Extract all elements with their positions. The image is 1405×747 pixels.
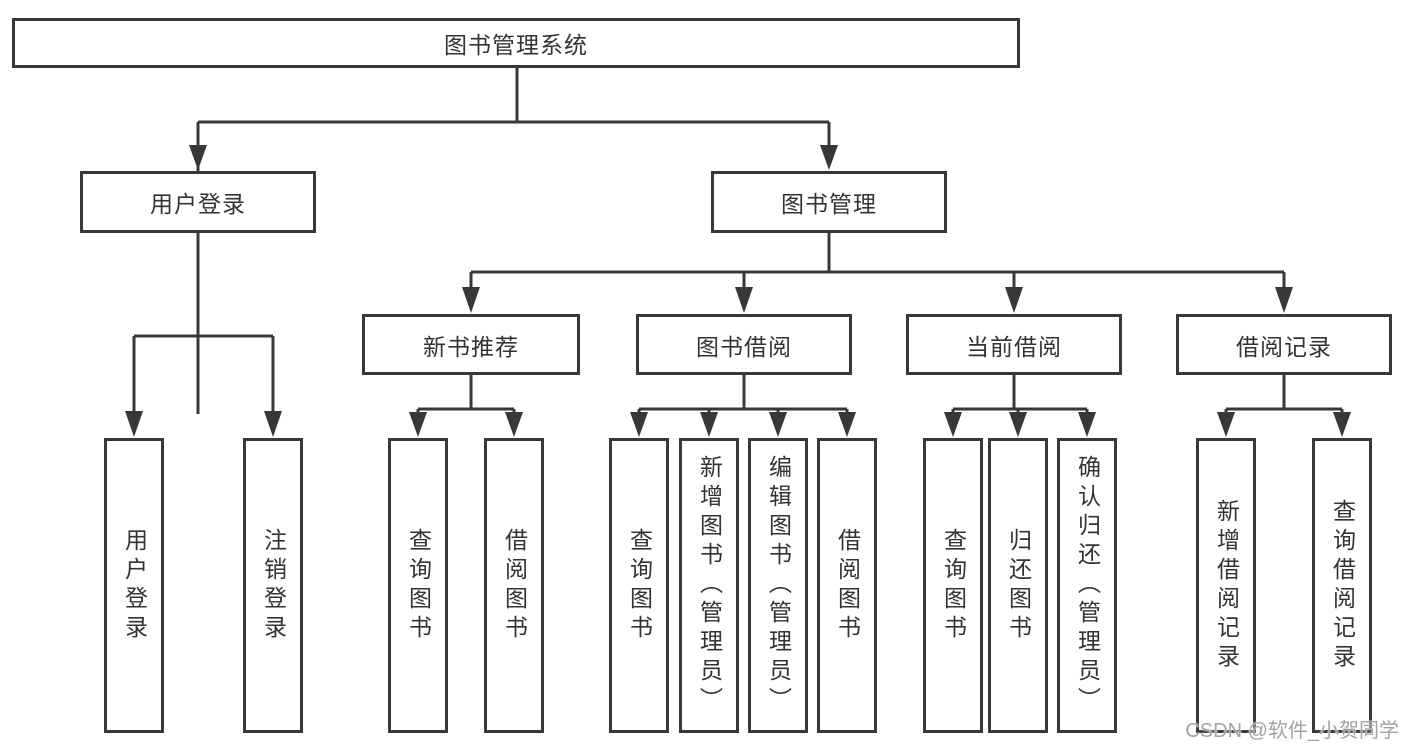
leaf-add-book-admin: 新增图书（管理员）: [679, 438, 739, 733]
arrowhead: [820, 145, 838, 170]
branch-new-book-rec-to-leaves: [416, 375, 516, 416]
node-label: 图书管理: [781, 191, 877, 217]
arrowhead: [505, 412, 523, 437]
node-new-book-recommend: 新书推荐: [362, 314, 580, 375]
branch-current-borrow-to-leaves: [951, 375, 1089, 416]
node-label: 图书管理系统: [444, 32, 588, 58]
node-label: 新书推荐: [423, 333, 519, 360]
node-label: 借阅记录: [1236, 333, 1332, 360]
node-label: 借阅图书: [834, 527, 861, 644]
branch-book-mgmt-to-level3: [469, 233, 1286, 292]
node-borrow-records: 借阅记录: [1176, 314, 1392, 375]
node-label: 用户登录: [121, 527, 148, 644]
leaf-logout: 注销登录: [243, 438, 303, 733]
arrowhead: [1275, 287, 1293, 313]
arrowhead: [189, 145, 207, 170]
node-label: 编辑图书（管理员）: [765, 455, 792, 716]
arrowheads: [125, 145, 1351, 437]
node-user-login: 用户登录: [80, 171, 316, 233]
node-label: 查询借阅记录: [1329, 498, 1356, 673]
branch-borrow-records-to-leaves: [1224, 375, 1344, 416]
node-label: 新增借阅记录: [1213, 498, 1240, 673]
arrowhead: [1078, 412, 1096, 437]
node-label: 查询图书: [405, 527, 432, 644]
branch-root-to-level2: [196, 68, 831, 414]
node-book-management: 图书管理: [711, 171, 947, 233]
leaf-query-book: 查询图书: [609, 438, 669, 733]
branch-book-borrow-to-leaves: [637, 375, 849, 416]
leaf-add-borrow-record: 新增借阅记录: [1196, 438, 1256, 733]
arrowhead: [944, 412, 962, 437]
arrowhead: [125, 411, 143, 437]
node-label: 注销登录: [260, 527, 287, 644]
arrowhead: [264, 411, 282, 437]
node-label: 归还图书: [1005, 527, 1032, 644]
arrowhead: [630, 412, 648, 437]
leaf-query-book: 查询图书: [388, 438, 448, 733]
node-label: 确认归还（管理员）: [1074, 455, 1101, 716]
branch-user-login-to-leaves: [132, 233, 275, 416]
leaf-query-borrow-record: 查询借阅记录: [1312, 438, 1372, 733]
node-system-root: 图书管理系统: [12, 18, 1020, 68]
arrowhead: [1009, 412, 1027, 437]
node-label: 新增图书（管理员）: [696, 455, 723, 716]
arrowhead: [1217, 412, 1235, 437]
node-label: 借阅图书: [501, 527, 528, 644]
leaf-user-login: 用户登录: [104, 438, 164, 733]
arrowhead: [700, 412, 718, 437]
arrowhead: [462, 287, 480, 313]
leaf-borrow-book: 借阅图书: [817, 438, 877, 733]
arrowhead: [769, 412, 787, 437]
leaf-edit-book-admin: 编辑图书（管理员）: [748, 438, 808, 733]
leaf-query-book: 查询图书: [923, 438, 983, 733]
arrowhead: [409, 412, 427, 437]
node-book-borrowing: 图书借阅: [636, 314, 852, 375]
node-label: 图书借阅: [696, 333, 792, 360]
node-current-borrowing: 当前借阅: [906, 314, 1122, 375]
csdn-watermark: CSDN @软件_小贺同学: [1185, 720, 1399, 742]
leaf-confirm-return-admin: 确认归还（管理员）: [1057, 438, 1117, 733]
node-label: 查询图书: [626, 527, 653, 644]
leaf-return-book: 归还图书: [988, 438, 1048, 733]
node-label: 查询图书: [940, 527, 967, 644]
arrowhead: [1005, 287, 1023, 313]
node-label: 当前借阅: [966, 333, 1062, 360]
arrowhead: [735, 287, 753, 313]
node-label: 用户登录: [150, 191, 246, 217]
arrowhead: [1333, 412, 1351, 437]
arrowhead: [838, 412, 856, 437]
leaf-borrow-book: 借阅图书: [484, 438, 544, 733]
